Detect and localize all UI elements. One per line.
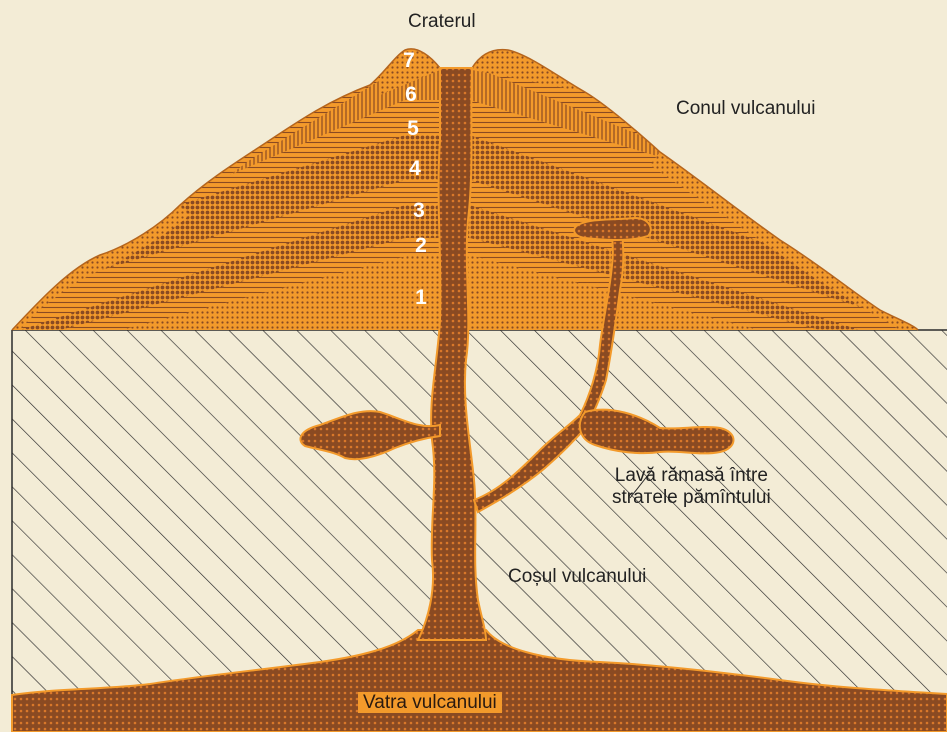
- remaining-lava-label: Lavă rămasă între straтele pămîntului: [612, 465, 771, 509]
- cone-label: Conul vulcanului: [676, 98, 815, 119]
- remaining-lava-label-line1: Lavă rămasă între: [612, 465, 771, 487]
- layer-number-6: 6: [400, 84, 422, 106]
- chimney-label: Coșul vulcanului: [508, 566, 646, 587]
- layer-number-3: 3: [408, 200, 430, 222]
- layer-number-4: 4: [404, 158, 426, 180]
- hearth-label: Vatra vulcanului: [358, 692, 502, 713]
- crater-label: Craterul: [408, 11, 476, 32]
- layer-number-2: 2: [410, 235, 432, 257]
- volcano-cone: [0, 40, 947, 340]
- remaining-lava-label-line2: straтele pămîntului: [612, 487, 771, 509]
- layer-number-7: 7: [398, 50, 420, 72]
- lava-intrusion-cone: [574, 218, 651, 240]
- layer-number-1: 1: [410, 287, 432, 309]
- layer-number-5: 5: [402, 118, 424, 140]
